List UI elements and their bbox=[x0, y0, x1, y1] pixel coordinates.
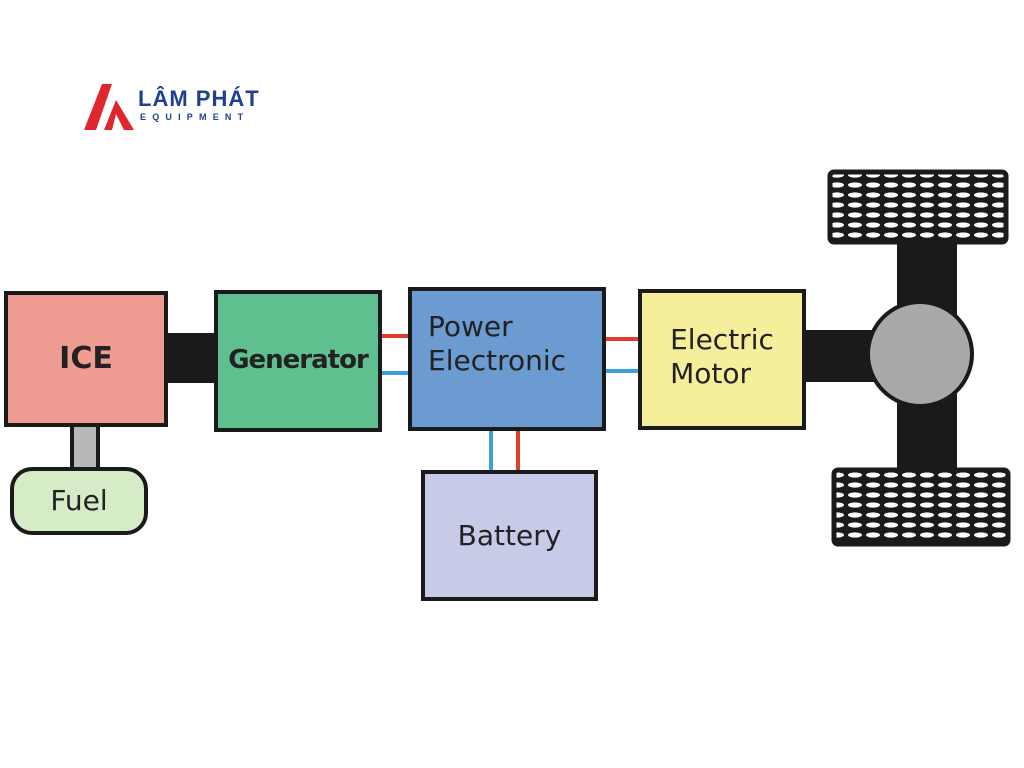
generator-label: Generator bbox=[228, 345, 369, 376]
company-logo: LÂM PHÁT EQUIPMENT bbox=[82, 82, 282, 134]
logo-subtitle: EQUIPMENT bbox=[140, 112, 250, 122]
pe-motor-wire-positive bbox=[602, 337, 642, 341]
fuel-label: Fuel bbox=[50, 484, 108, 518]
fuel-tank: Fuel bbox=[10, 467, 148, 535]
ice-label: ICE bbox=[59, 341, 113, 376]
generator-pe-wire-negative bbox=[378, 371, 412, 375]
pe-motor-wire-negative bbox=[602, 369, 642, 373]
generator-block: Generator bbox=[214, 290, 382, 432]
front-wheel-icon bbox=[827, 169, 1009, 245]
lam-phat-logo-mark-icon bbox=[84, 84, 134, 130]
electric-motor-block: Electric Motor bbox=[638, 289, 806, 430]
pe-battery-wire-negative bbox=[489, 428, 493, 474]
ice-block: ICE bbox=[4, 291, 168, 427]
electric-motor-label: Electric Motor bbox=[670, 322, 774, 390]
generator-pe-wire-positive bbox=[378, 334, 412, 338]
pe-battery-wire-positive bbox=[516, 428, 520, 474]
logo-name: LÂM PHÁT bbox=[138, 86, 260, 111]
power-electronic-label: Power Electronic bbox=[428, 310, 567, 377]
ice-fuel-link bbox=[70, 424, 100, 470]
wheel-hub-icon bbox=[866, 300, 974, 408]
ice-generator-shaft bbox=[164, 333, 218, 383]
battery-label: Battery bbox=[457, 518, 562, 552]
battery-block: Battery bbox=[421, 470, 598, 601]
power-electronic-block: Power Electronic bbox=[408, 287, 606, 431]
rear-wheel-icon bbox=[831, 467, 1011, 547]
